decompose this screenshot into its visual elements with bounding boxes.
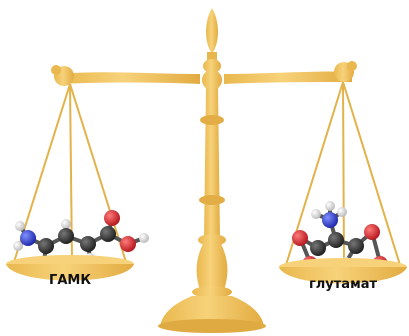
left-pan: ГАМК <box>6 255 134 288</box>
right-pan: глутамат <box>279 258 407 292</box>
left-pan-label: ГАМК <box>49 273 91 288</box>
scale-beam <box>51 61 357 86</box>
right-pan-label: глутамат <box>309 277 377 292</box>
scale-pillar <box>158 8 266 333</box>
